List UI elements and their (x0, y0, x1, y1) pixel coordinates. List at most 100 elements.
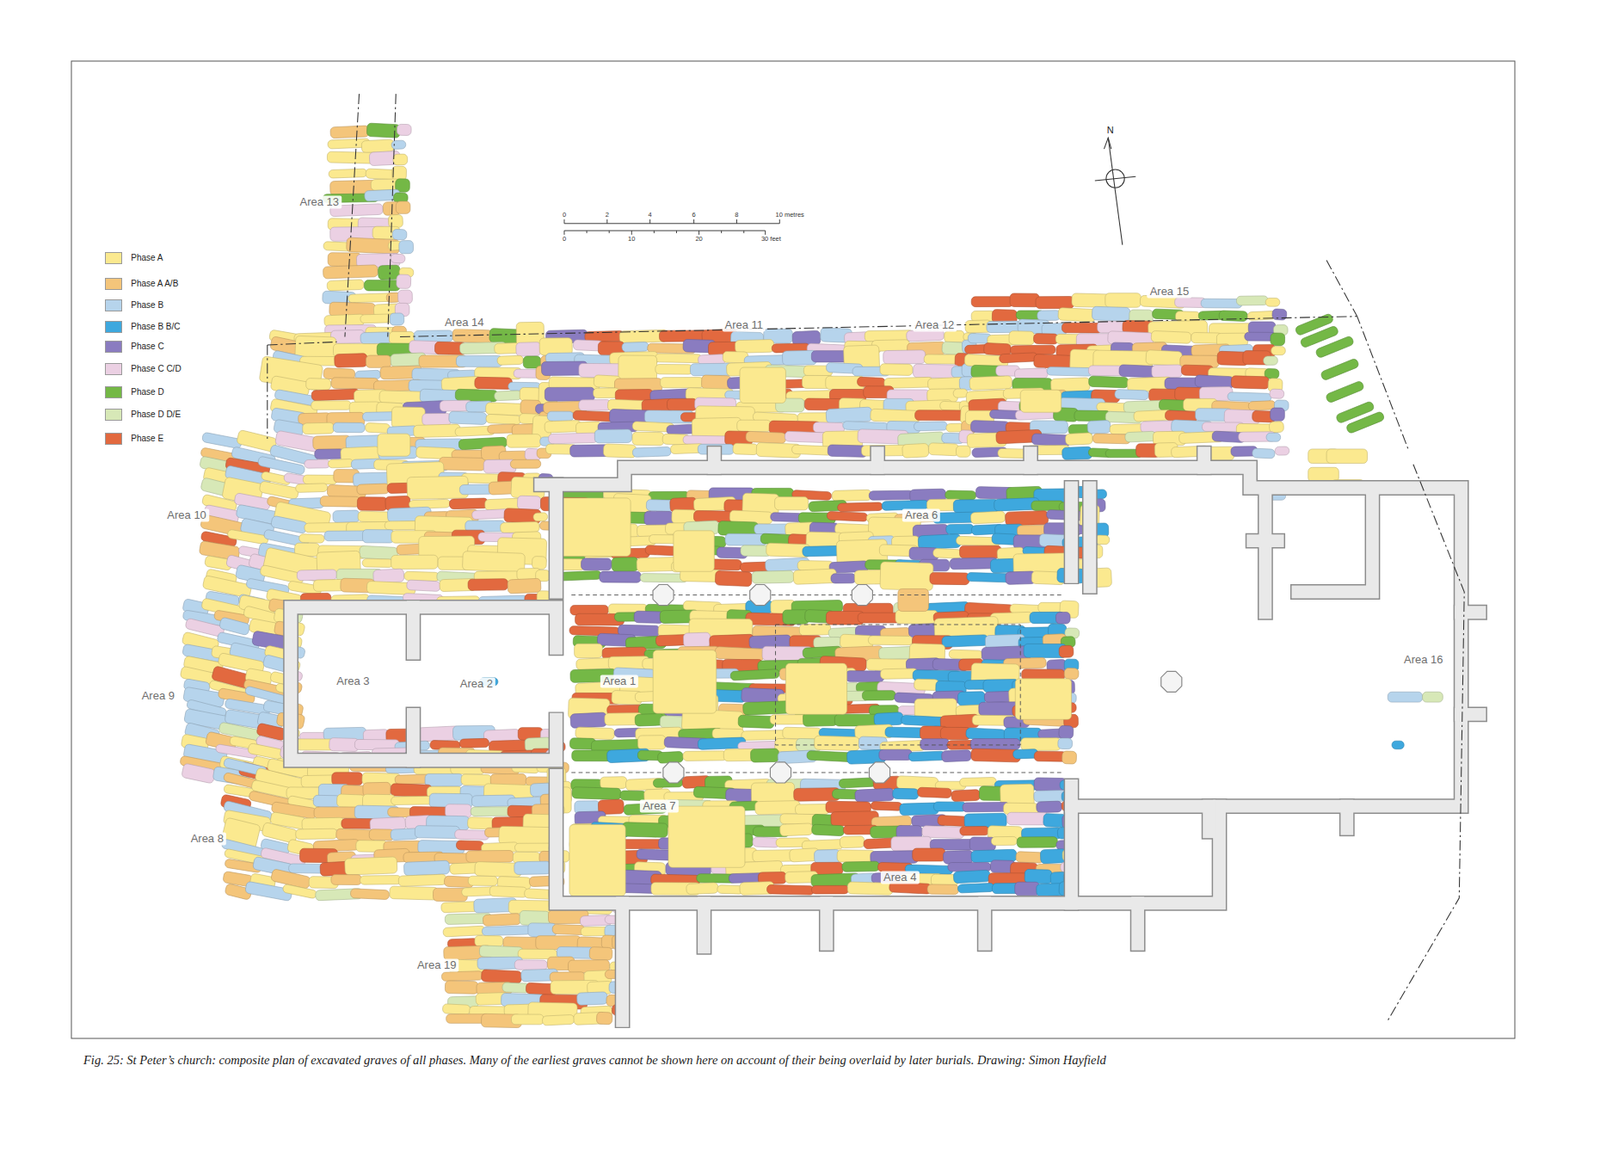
grave-cut (1274, 446, 1290, 456)
scale-tick (563, 230, 565, 235)
grave-cut (1015, 678, 1071, 720)
grave-cut (1265, 297, 1280, 307)
grave-cut (364, 422, 390, 433)
frame (71, 61, 1515, 1039)
grave-cut (480, 969, 522, 984)
area-label: Area 19 (414, 959, 460, 973)
grave-cut (227, 529, 270, 545)
wall-outline (1130, 903, 1146, 944)
grave-cut (953, 869, 991, 884)
grave-cut (506, 434, 542, 449)
scale-tick (631, 230, 633, 235)
grave-cut (510, 459, 541, 468)
grave-cut (791, 444, 832, 456)
scale-number: 0 (562, 211, 567, 220)
grave-cut (966, 727, 1006, 740)
grave-cut (390, 828, 419, 841)
grave-cut (1037, 310, 1061, 321)
scale-tick (649, 219, 651, 224)
wall-fill (1064, 785, 1078, 903)
grave-cut (813, 849, 840, 864)
grave-cut (750, 748, 779, 763)
grave-cut (652, 650, 717, 714)
wall-outline (1257, 499, 1274, 612)
grave-cut (466, 849, 514, 862)
area-label: Area 6 (902, 509, 941, 523)
grave-cut (600, 776, 628, 789)
grave-cut (399, 240, 414, 254)
wall-outline (1064, 487, 1080, 577)
grave-cut (326, 279, 364, 291)
grave-cut (880, 668, 917, 679)
grave-cut (533, 512, 548, 522)
arcade-line (775, 624, 1022, 745)
grave-cut (414, 825, 460, 839)
grave-cut (474, 376, 513, 389)
arcade-line (571, 594, 1061, 596)
wall-outline (818, 903, 835, 944)
wall-fill (1083, 487, 1096, 587)
wall-fill (819, 903, 833, 944)
grave-cut (356, 497, 388, 511)
grave-cut (618, 355, 658, 382)
scale-tick (606, 219, 608, 224)
grave-cut (443, 925, 486, 937)
grave-cut (686, 882, 719, 895)
wall-fill (1131, 903, 1145, 944)
grave-cut (1236, 295, 1268, 306)
area-label: Area 10 (164, 509, 210, 523)
grave-cut (406, 475, 468, 499)
grave-cut (366, 123, 400, 138)
grave-cut (1391, 740, 1404, 749)
north-line (1107, 137, 1123, 246)
grave-cut (908, 750, 945, 762)
grave-cut (1125, 430, 1157, 443)
grave-cut (1105, 293, 1142, 308)
wall-outline (869, 453, 886, 468)
grave-cut (1151, 364, 1183, 378)
grave-cut (295, 828, 338, 839)
scale-tick (779, 219, 781, 224)
grave-cut (570, 712, 608, 728)
grave-cut (482, 913, 521, 927)
pier (663, 762, 684, 783)
grave-cut (547, 432, 598, 444)
grave-cut (1016, 836, 1058, 849)
grave-cut (842, 861, 880, 872)
area-label: Area 8 (188, 832, 227, 846)
grave-cut (825, 406, 873, 424)
grave-cut (1031, 500, 1065, 511)
grave-cut (1089, 375, 1129, 388)
grave-cut (459, 484, 493, 495)
grave-cut (201, 431, 242, 450)
scale-number: 2 (605, 211, 610, 220)
grave-cut (398, 289, 413, 304)
wall-fill (707, 453, 721, 468)
grave-cut (348, 292, 401, 302)
area-label: Area 12 (912, 319, 958, 333)
grave-cut (406, 579, 441, 592)
grave-cut (1033, 750, 1066, 762)
wall-fill (1253, 534, 1278, 548)
grave-cut (646, 498, 674, 511)
grave-cut (572, 787, 622, 800)
grave-cut (1345, 411, 1385, 435)
grave-cut (455, 355, 503, 367)
church-walls (290, 453, 1480, 1022)
grave-cut (544, 387, 595, 401)
grave-cut (387, 214, 403, 228)
arcade-line (571, 771, 1061, 773)
grave-cut (837, 502, 884, 512)
grave-cut (575, 726, 616, 740)
grave-cut (892, 787, 919, 800)
pier (769, 762, 791, 783)
grave-cut (373, 568, 405, 584)
wall-fill (1461, 707, 1480, 721)
wall-fill (1202, 806, 1216, 832)
grave-cut (831, 489, 872, 501)
legend-text: Phase C C/D (130, 363, 181, 376)
grave-cut (655, 363, 693, 375)
grave-cut (673, 530, 714, 572)
grave-cut (1014, 368, 1048, 380)
grave-cut (295, 483, 328, 493)
